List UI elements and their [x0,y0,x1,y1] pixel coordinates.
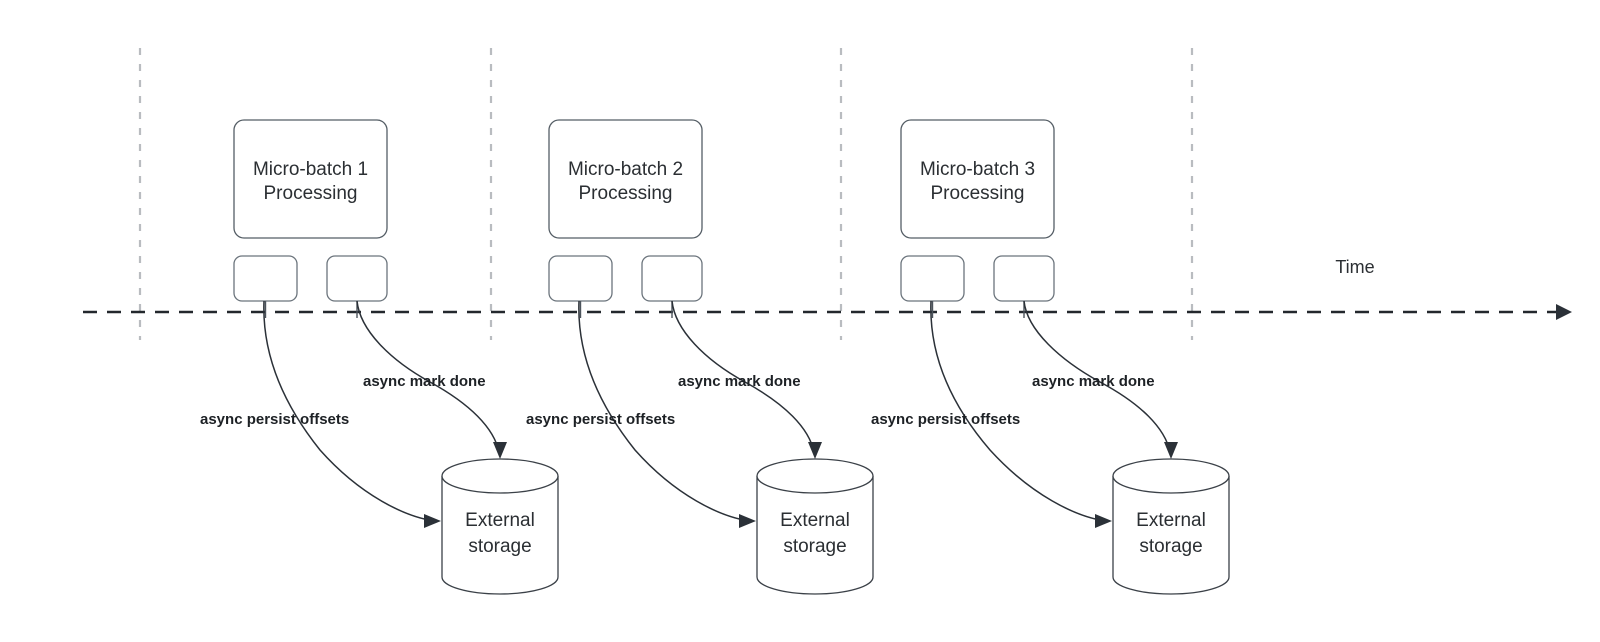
external-storage-node-2[interactable]: External storage [756,458,874,595]
storage-label-line1-1: External [465,510,535,531]
edge-mark-done-2-label: async mark done [678,373,801,390]
external-storage-node-1[interactable]: External storage [441,458,559,595]
edge-persist-offsets-1-path [263,300,436,522]
task-box-markdone-2[interactable] [641,255,703,302]
micro-batch-node-1[interactable]: Micro-batch 1 Processing [233,119,388,239]
edge-persist-offsets-1-arrowhead-icon [424,514,441,528]
micro-batch-label-line1-1: Micro-batch 1 [253,159,368,180]
edge-mark-done-3-label: async mark done [1032,373,1155,390]
task-box-persist-3[interactable] [900,255,965,302]
edge-mark-done-2-arrowhead-icon [808,442,822,459]
task-box-markdone-1[interactable] [326,255,388,302]
storage-label-line2-1: storage [468,536,531,557]
micro-batch-label-line1-3: Micro-batch 3 [920,159,1035,180]
external-storage-node-3[interactable]: External storage [1112,458,1230,595]
micro-batch-label-line2-2: Processing [579,183,673,204]
micro-batch-label-line2-3: Processing [931,183,1025,204]
storage-label-line2-3: storage [1139,536,1202,557]
time-axis-label: Time [1335,257,1374,277]
storage-label-line1-3: External [1136,510,1206,531]
edge-mark-done-3-path [1023,300,1171,453]
micro-batch-label-line2-1: Processing [264,183,358,204]
micro-batch-box-3[interactable] [900,119,1055,239]
edge-persist-offsets-2-path [578,300,751,522]
edge-persist-offsets-2-arrowhead-icon [739,514,756,528]
edge-persist-offsets-3-path [930,300,1107,522]
storage-cylinder-body-2[interactable] [756,458,874,595]
time-axis: Time [83,257,1572,320]
edge-mark-done-1-label: async mark done [363,373,486,390]
micro-batch-group-2: Micro-batch 2 Processing async persist off… [526,119,874,595]
micro-batch-groups: Micro-batch 1 Processing async persist off… [200,119,1230,595]
micro-batch-group-1: Micro-batch 1 Processing async persist off… [200,119,559,595]
micro-batch-box-2[interactable] [548,119,703,239]
edge-mark-done-3-arrowhead-icon [1164,442,1178,459]
storage-cylinder-top-1 [441,475,559,494]
edge-persist-offsets-2-label: async persist offsets [526,411,675,428]
micro-batch-group-3: Micro-batch 3 Processing async persist off… [871,119,1230,595]
task-box-markdone-3[interactable] [993,255,1055,302]
edge-mark-done-1-arrowhead-icon [493,442,507,459]
storage-cylinder-body-1[interactable] [441,458,559,595]
edge-persist-offsets-3-arrowhead-icon [1095,514,1112,528]
micro-batch-box-1[interactable] [233,119,388,239]
edge-mark-done-1-path [356,300,500,453]
micro-batch-node-2[interactable]: Micro-batch 2 Processing [548,119,703,239]
task-box-persist-2[interactable] [548,255,613,302]
edge-mark-done-2-path [671,300,815,453]
storage-label-line1-2: External [780,510,850,531]
storage-cylinder-body-3[interactable] [1112,458,1230,595]
task-box-persist-1[interactable] [233,255,298,302]
micro-batch-node-3[interactable]: Micro-batch 3 Processing [900,119,1055,239]
time-axis-arrowhead-icon [1556,304,1572,320]
storage-label-line2-2: storage [783,536,846,557]
batch-boundary-lines [138,48,1194,340]
storage-cylinder-top-2 [756,475,874,494]
micro-batch-label-line1-2: Micro-batch 2 [568,159,683,180]
edge-persist-offsets-3-label: async persist offsets [871,411,1020,428]
edge-persist-offsets-1-label: async persist offsets [200,411,349,428]
storage-cylinder-top-3 [1112,475,1230,494]
